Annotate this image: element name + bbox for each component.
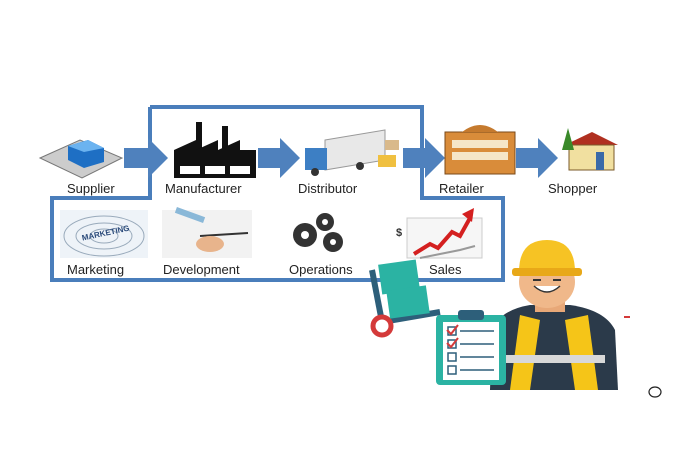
worker-illustration: [490, 240, 618, 390]
truck-icon: [305, 129, 399, 176]
arrow-retailer-shopper: [516, 138, 558, 178]
clipboard-icon: [436, 310, 506, 385]
development-image: [162, 207, 252, 258]
flow-arrows: [124, 138, 558, 178]
factory-icon: [174, 122, 256, 178]
arrow-supplier-manufacturer: [124, 138, 168, 178]
company-frame: [50, 105, 505, 282]
sales-dollar-sign: $: [396, 227, 402, 239]
label-sales: Sales: [429, 262, 462, 277]
label-distributor: Distributor: [298, 181, 358, 196]
arrow-manufacturer-distributor: [258, 138, 300, 178]
retailer-icon: [444, 125, 516, 175]
house-icon: [562, 128, 618, 171]
arrow-distributor-retailer: [403, 138, 445, 178]
small-circle: [648, 386, 662, 398]
label-operations: Operations: [289, 262, 353, 277]
label-retailer: Retailer: [439, 181, 484, 196]
sales-chart-icon: $: [396, 208, 483, 259]
marketing-image: MARKETING: [60, 210, 148, 258]
label-supplier: Supplier: [67, 181, 115, 196]
label-marketing: Marketing: [67, 262, 125, 277]
hand-truck-icon: [369, 259, 441, 338]
gears-icon: [293, 213, 343, 252]
supplier-icon: [38, 139, 124, 179]
label-shopper: Shopper: [548, 181, 598, 196]
label-manufacturer: Manufacturer: [165, 181, 242, 196]
label-development: Development: [163, 262, 240, 277]
